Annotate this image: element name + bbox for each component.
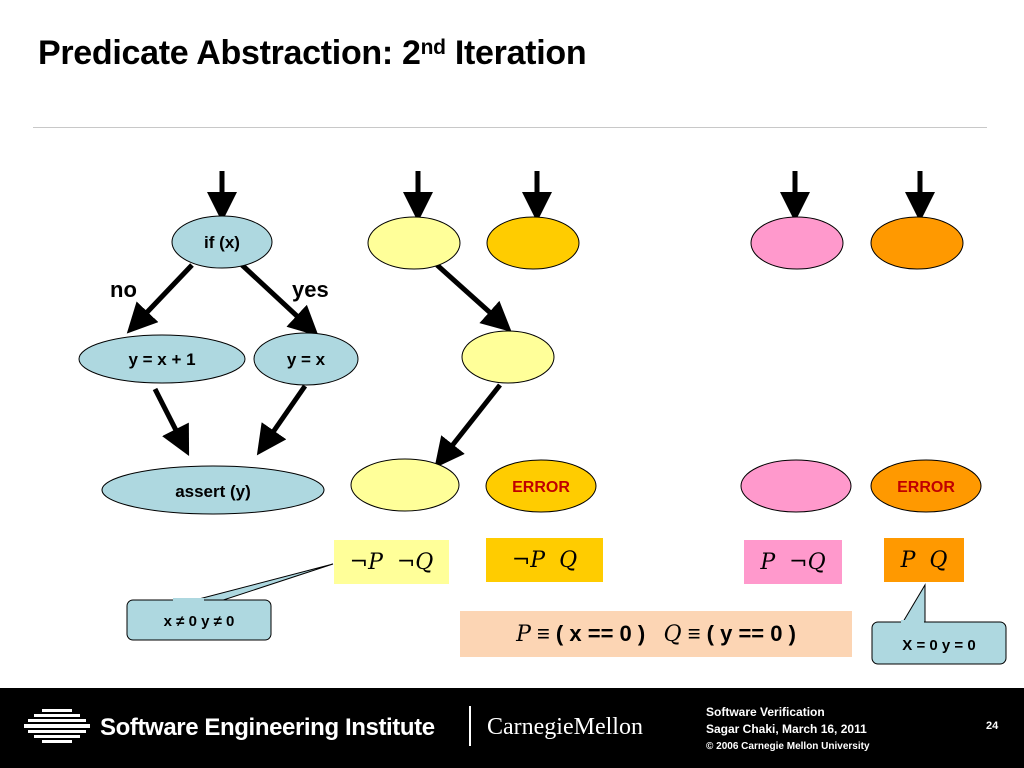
state-p-not-q-bottom [740, 459, 852, 513]
state-p-not-q-top [750, 216, 844, 270]
def-p-text: ≡ ( x == 0 ) [530, 621, 664, 646]
edge-yellow-top-to-mid [435, 263, 512, 333]
predicate-box-p-q: P Q [884, 538, 964, 582]
edge-yellow-mid-to-bottom [434, 383, 502, 469]
state-not-p-q-top [486, 216, 580, 270]
cfg-node-assert-label: assert (y) [175, 482, 251, 501]
sei-institute-name: Software Engineering Institute [100, 714, 435, 741]
edge-label-no: no [110, 277, 137, 302]
footer-copyright: © 2006 Carnegie Mellon University [706, 741, 870, 752]
callout-right-seam [901, 620, 924, 624]
title-divider [33, 127, 987, 128]
cmu-wordmark: CarnegieMellon [487, 714, 643, 740]
cfg-node-if [171, 215, 273, 269]
state-p-q-top [870, 216, 964, 270]
def-q-text: ≡ ( y == 0 ) [681, 621, 796, 646]
predicate-definition: P ≡ ( x == 0 ) Q ≡ ( y == 0 ) [460, 611, 852, 657]
callout-left-seam [173, 598, 204, 602]
footer-bar [0, 688, 1024, 768]
footer-divider [469, 706, 471, 746]
cfg-node-assert [101, 465, 325, 515]
predicate-box-not-p-not-q: ¬P ¬Q [334, 540, 449, 584]
callout-right-text: X = 0 y = 0 [902, 637, 975, 654]
footer-author-date: Sagar Chaki, March 16, 2011 [706, 722, 867, 736]
def-q-symbol: Q [663, 621, 682, 647]
state-not-p-not-q-bottom [350, 458, 460, 512]
cfg-node-yplus-label: y = x + 1 [128, 350, 195, 369]
predicate-box-not-p-q: ¬P Q [486, 538, 603, 582]
slide-title: Predicate Abstraction: 2nd Iteration [38, 34, 587, 72]
cfg-node-yeqx [253, 332, 359, 386]
error-label-right: ERROR [897, 479, 955, 496]
edge-if-to-yeqx [240, 263, 319, 337]
state-not-p-not-q-top [367, 216, 461, 270]
diagram-canvas: if (x) y = x + 1 y = x assert (y) ERROR … [78, 171, 1007, 665]
cfg-node-yplus [78, 334, 246, 384]
footer-info: Software Verification Sagar Chaki, March… [706, 704, 870, 755]
predicate-box-p-not-q: P ¬Q [744, 540, 842, 584]
callout-left-text: x ≠ 0 y ≠ 0 [164, 613, 235, 630]
page-number: 24 [986, 720, 999, 732]
state-not-p-q-error [485, 459, 597, 513]
state-p-q-error [870, 459, 982, 513]
edge-if-to-yplus [126, 263, 194, 334]
def-p-symbol: P [516, 621, 531, 647]
edge-label-yes: yes [292, 277, 329, 302]
callout-right-box [871, 621, 1007, 665]
cfg-node-yeqx-label: y = x [287, 350, 326, 369]
edge-yplus-to-assert [152, 387, 190, 457]
error-label-left: ERROR [512, 479, 570, 496]
edge-yeqx-to-assert [256, 384, 308, 456]
cfg-node-if-label: if (x) [204, 233, 240, 252]
state-not-p-not-q-mid [461, 330, 555, 384]
title-superscript: nd [420, 36, 446, 59]
sei-logo-icon [24, 709, 90, 743]
footer-course: Software Verification [706, 705, 825, 719]
